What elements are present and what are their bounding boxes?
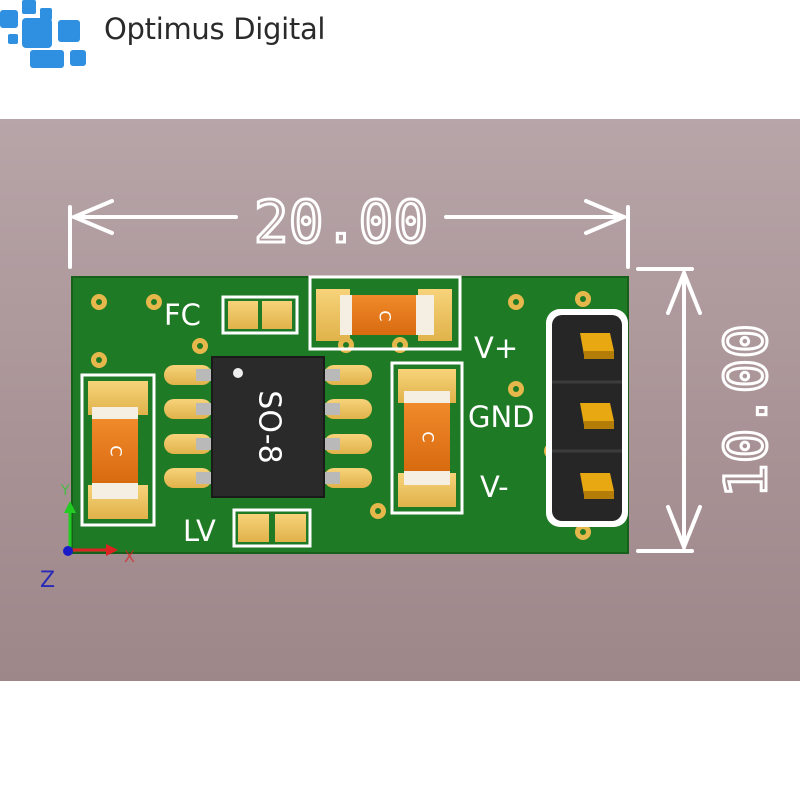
dimension-height-label: 10.00: [712, 324, 780, 499]
fc-jumper-pads: [221, 295, 299, 335]
capacitor-middle: C: [390, 361, 464, 515]
label-gnd: GND: [468, 400, 535, 434]
brand-name: Optimus Digital: [104, 12, 326, 46]
capacitor-left: C: [80, 373, 156, 527]
label-lv: LV: [183, 514, 216, 548]
axis-z-label: Z: [40, 568, 55, 593]
capacitor-top-label: C: [376, 310, 395, 321]
axis-y-label: Y: [60, 483, 70, 499]
pin-header: [546, 309, 628, 527]
label-vminus: V-: [480, 470, 509, 504]
footer-area: [0, 681, 800, 800]
pcb-render-viewport: 20.00 10.00: [0, 119, 800, 681]
capacitor-top: C: [308, 275, 462, 351]
chip-label: SO-8: [252, 390, 287, 463]
capacitor-middle-label: C: [419, 431, 438, 442]
lv-jumper-pads: [232, 508, 312, 548]
dimension-width-label: 20.00: [254, 188, 429, 256]
chip-leads: [196, 369, 340, 484]
label-vplus: V+: [474, 331, 518, 365]
capacitor-left-label: C: [107, 445, 126, 456]
width-dimension: [68, 199, 630, 269]
optimus-logo-icon: [0, 0, 86, 68]
header: Optimus Digital: [0, 0, 800, 110]
axis-triad: [63, 501, 118, 556]
so8-chip: [212, 357, 324, 497]
label-fc: FC: [164, 298, 201, 332]
axis-x-label: X: [124, 547, 135, 566]
pcb-render: 20.00 10.00: [40, 187, 782, 594]
height-dimension: [636, 267, 702, 553]
